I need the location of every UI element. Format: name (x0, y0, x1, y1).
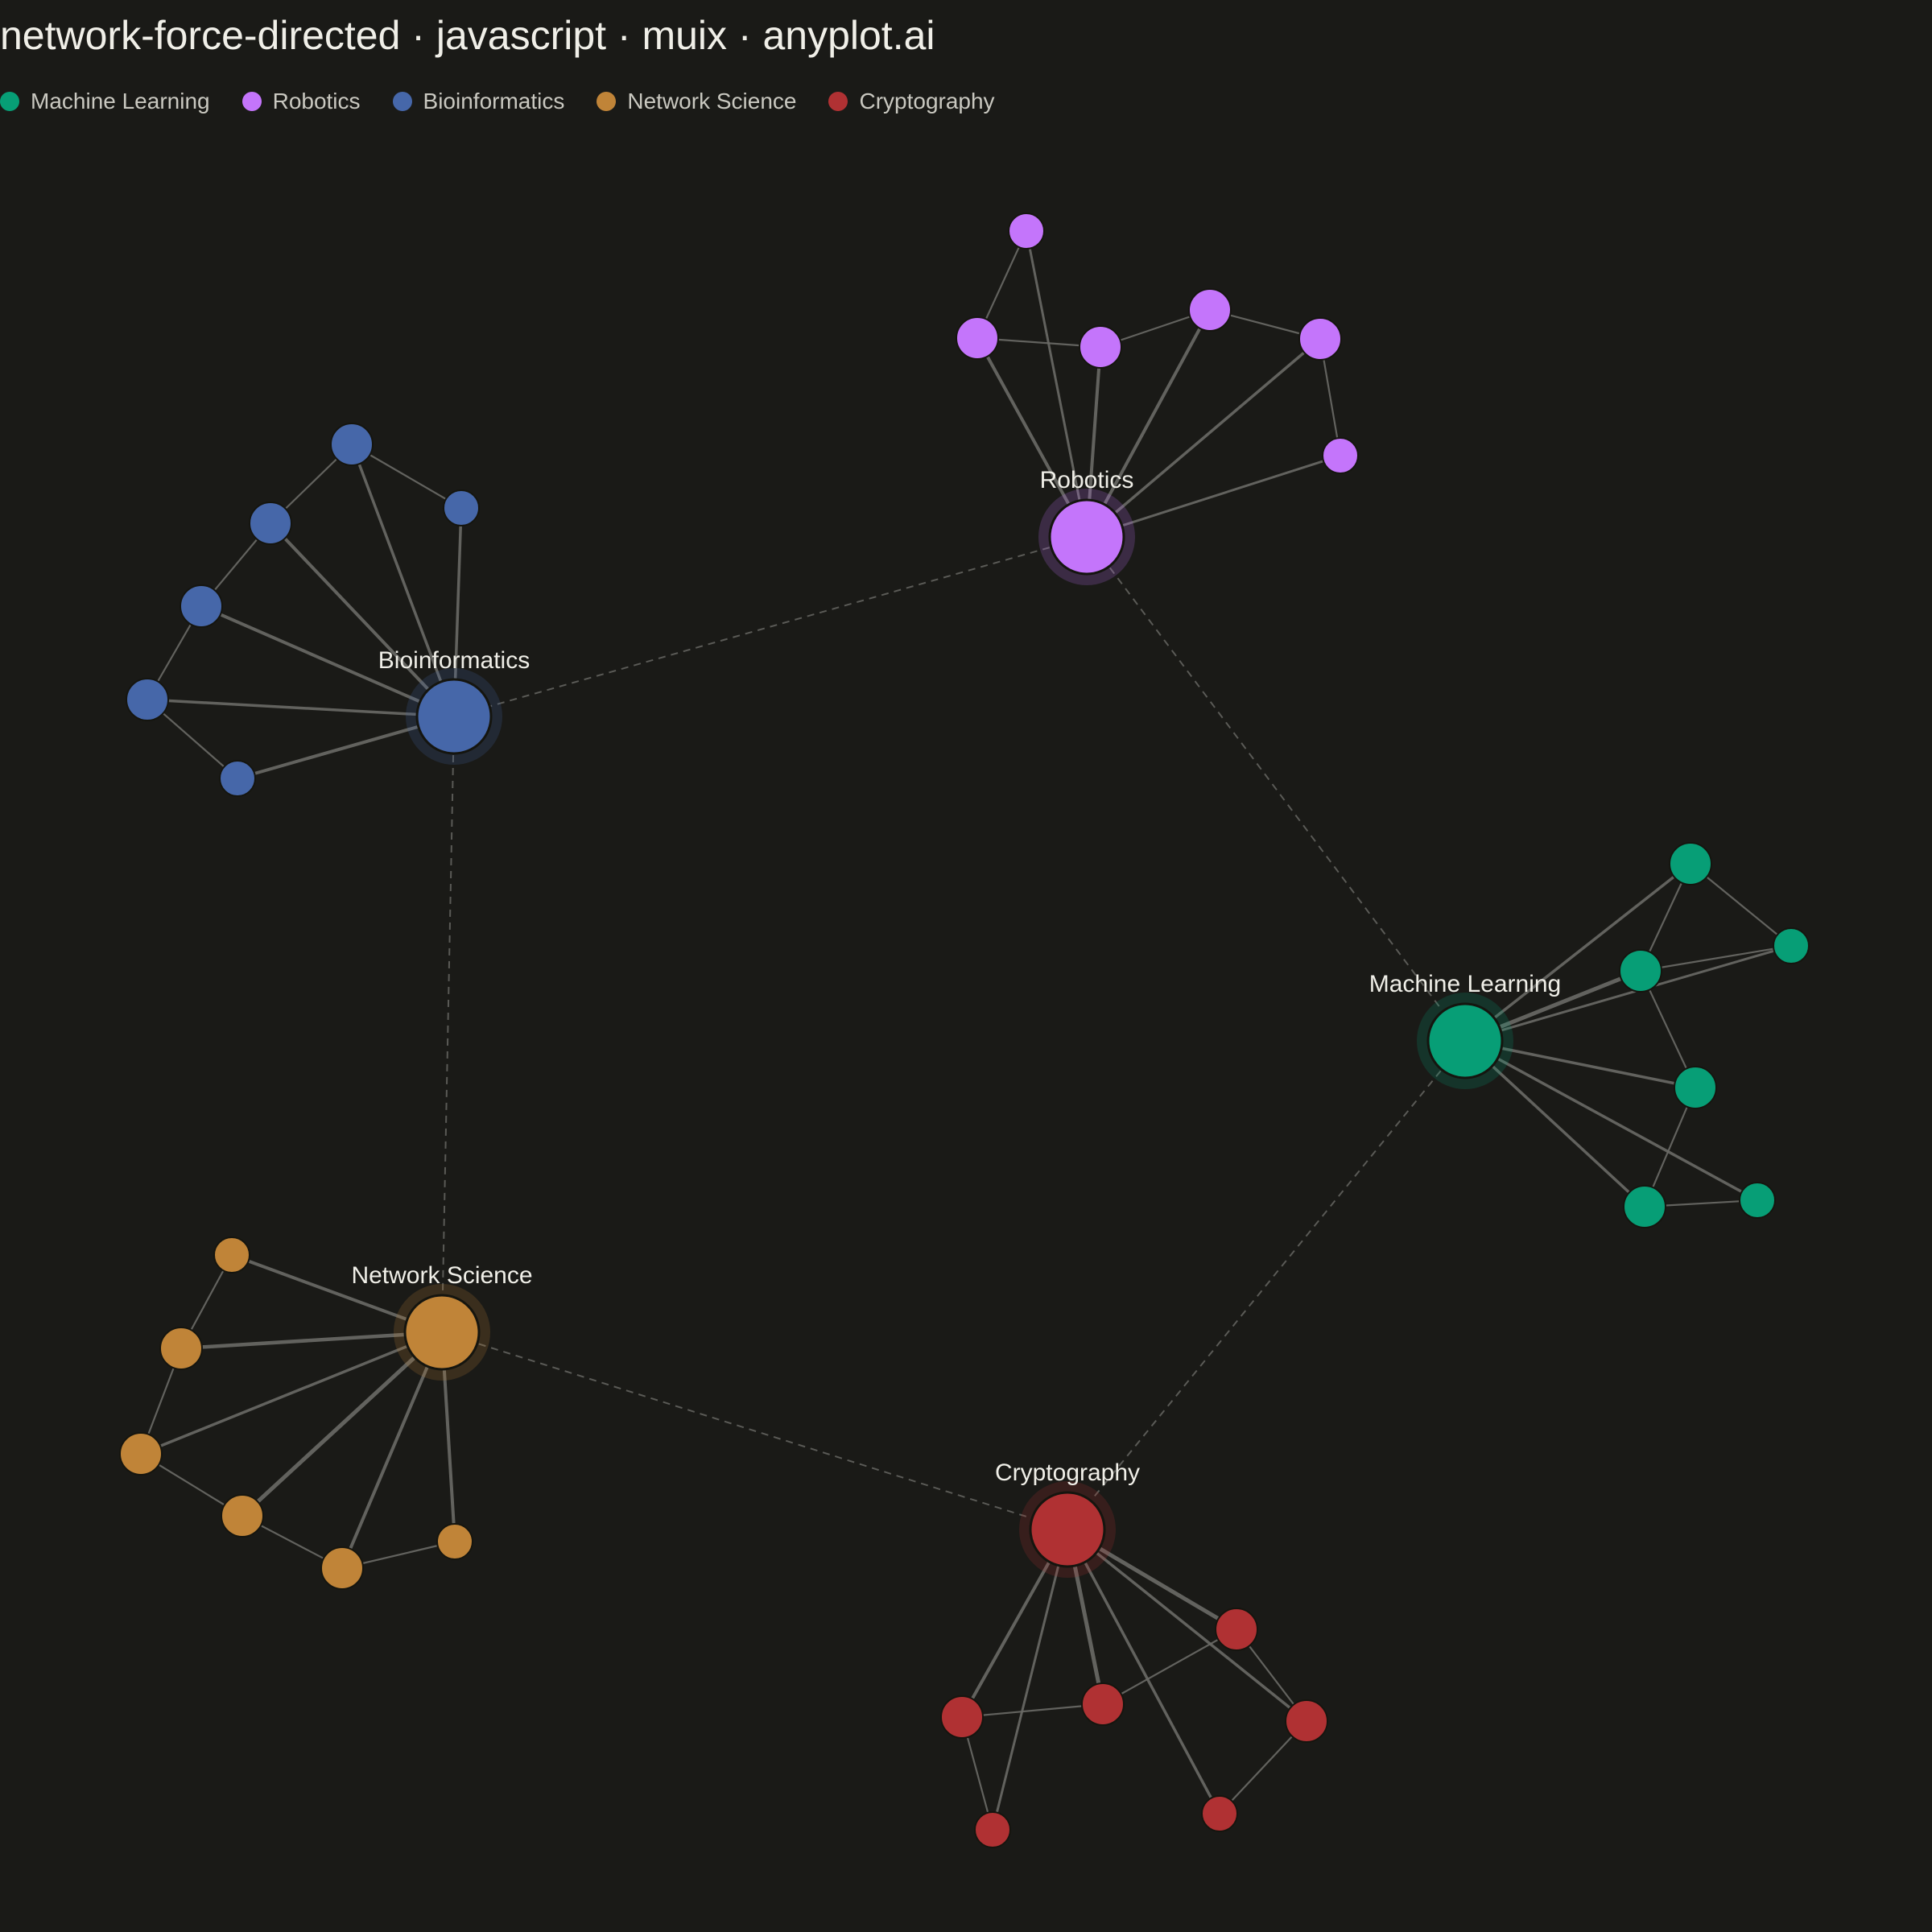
node-bio-4 (126, 678, 169, 721)
legend-item-bioinformatics[interactable]: Bioinformatics (392, 89, 565, 114)
bridge-edge-bio-net (441, 716, 455, 1333)
node-cry-1 (1285, 1699, 1328, 1743)
node-bio-2 (249, 502, 292, 545)
legend-swatch-machine-learning (0, 92, 19, 111)
node-cry-2 (940, 1695, 984, 1739)
hub-node-net (403, 1294, 481, 1371)
legend-swatch-cryptography (828, 92, 848, 111)
node-bio-3 (180, 584, 223, 628)
hub-node-rob (1048, 498, 1125, 576)
hub-label-net: Network Science (351, 1262, 532, 1289)
node-net-2 (119, 1432, 163, 1476)
bridge-edge-rob-ml (1086, 536, 1466, 1042)
hub-label-ml: Machine Learning (1369, 971, 1562, 997)
node-ml-5 (1739, 1182, 1776, 1219)
edge-ml-hub-4 (1463, 1039, 1646, 1208)
node-net-0 (213, 1236, 250, 1274)
legend-label-bioinformatics: Bioinformatics (423, 89, 565, 114)
edge-bio-hub-3 (200, 605, 455, 718)
node-rob-1 (956, 316, 999, 360)
legend-label-cryptography: Cryptography (859, 89, 995, 114)
node-ml-0 (1669, 842, 1712, 886)
node-net-5 (436, 1523, 473, 1560)
node-ml-1 (1773, 927, 1810, 964)
edge-rob-hub-0 (1025, 230, 1088, 538)
hub-label-bio: Bioinformatics (378, 647, 530, 674)
node-ml-2 (1619, 949, 1662, 993)
legend-swatch-network-science (597, 92, 617, 111)
edge-cry-hub-5 (1066, 1529, 1221, 1814)
hub-label-rob: Robotics (1040, 467, 1134, 493)
node-rob-2 (1079, 325, 1122, 369)
hub-label-cry: Cryptography (995, 1459, 1140, 1486)
nodes (119, 213, 1810, 1848)
node-rob-4 (1298, 317, 1342, 361)
edge-ml-hub-3 (1464, 1039, 1696, 1089)
legend: Machine Learning Robotics Bioinformatics… (0, 85, 1027, 118)
edge-cry-0-3 (1102, 1629, 1237, 1705)
bridge-edge-net-cry (441, 1331, 1068, 1530)
node-rob-5 (1322, 437, 1359, 474)
edge-rob-hub-4 (1085, 337, 1322, 539)
hub-node-bio (415, 678, 493, 755)
edge-net-hub-3 (241, 1331, 444, 1517)
bridge-edge-ml-cry (1067, 1040, 1466, 1530)
node-rob-0 (1008, 213, 1045, 250)
bridge-edge-rob-bio (453, 536, 1088, 717)
node-cry-5 (1201, 1795, 1238, 1832)
edge-bio-hub-4 (147, 698, 455, 718)
edge-net-hub-1 (180, 1330, 443, 1351)
edge-bio-hub-0 (350, 444, 456, 717)
legend-item-robotics[interactable]: Robotics (242, 89, 361, 114)
legend-item-cryptography[interactable]: Cryptography (828, 89, 995, 114)
legend-label-machine-learning: Machine Learning (31, 89, 210, 114)
legend-label-robotics: Robotics (272, 89, 361, 114)
edge-cry-2-3 (961, 1703, 1104, 1719)
edge-net-hub-2 (140, 1331, 443, 1455)
hub-node-cry (1029, 1491, 1106, 1568)
node-net-4 (320, 1546, 364, 1590)
hub-node-ml (1426, 1002, 1504, 1080)
edge-rob-hub-3 (1085, 309, 1212, 538)
node-bio-0 (330, 423, 374, 466)
legend-label-network-science: Network Science (627, 89, 797, 114)
edge-net-hub-4 (341, 1331, 444, 1569)
edge-ml-hub-5 (1464, 1039, 1758, 1202)
edges (139, 230, 1792, 1831)
node-net-3 (221, 1494, 264, 1538)
node-cry-4 (974, 1811, 1011, 1848)
legend-item-network-science[interactable]: Network Science (597, 89, 796, 114)
legend-item-machine-learning[interactable]: Machine Learning (0, 89, 210, 114)
node-bio-1 (443, 489, 480, 526)
page-title: network-force-directed · javascript · mu… (0, 13, 935, 58)
edge-bio-hub-2 (269, 522, 456, 718)
node-ml-3 (1674, 1066, 1717, 1109)
node-bio-5 (219, 760, 256, 797)
bridge-edges (441, 536, 1466, 1530)
node-ml-4 (1623, 1185, 1666, 1228)
edge-cry-hub-1 (1066, 1528, 1308, 1723)
legend-swatch-robotics (242, 92, 262, 111)
node-rob-3 (1188, 288, 1232, 332)
node-net-1 (159, 1327, 203, 1370)
edge-rob-hub-5 (1086, 454, 1341, 539)
legend-swatch-bioinformatics (392, 92, 412, 111)
edge-ml-hub-1 (1464, 944, 1792, 1042)
edge-cry-hub-4 (991, 1529, 1069, 1831)
node-cry-0 (1215, 1608, 1258, 1651)
edge-ml-1-2 (1640, 944, 1792, 972)
node-cry-3 (1081, 1682, 1125, 1726)
edge-ml-hub-0 (1463, 862, 1692, 1042)
